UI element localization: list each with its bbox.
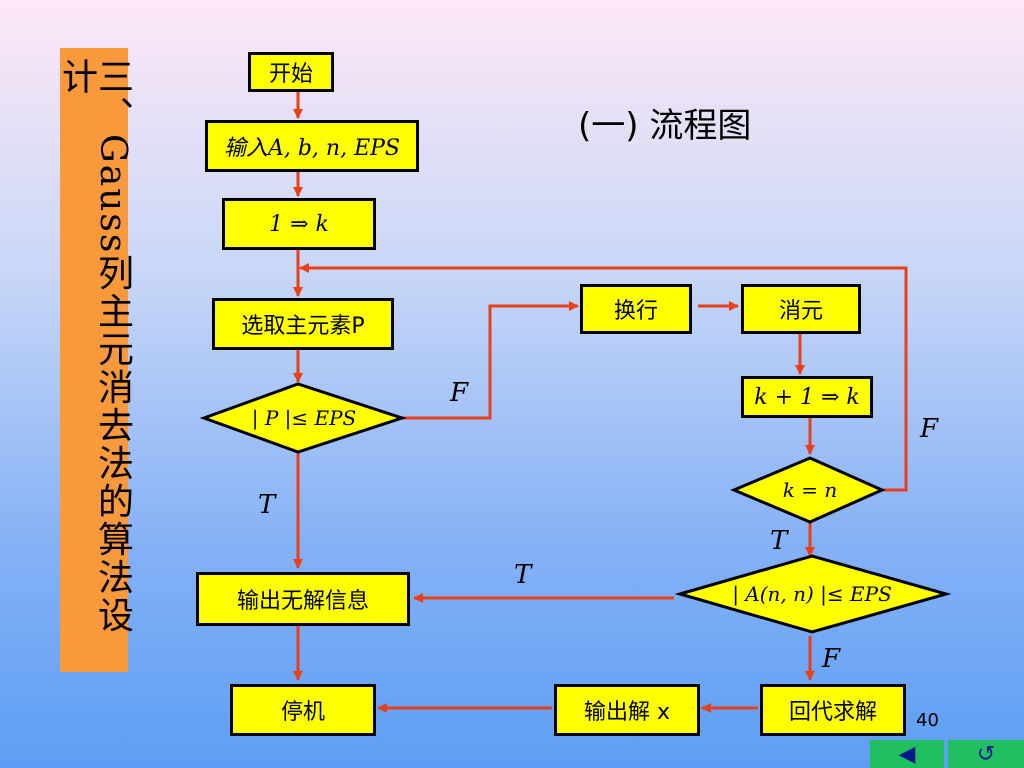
prev-slide-button[interactable]: ◀ xyxy=(870,740,944,768)
edge-label-ann-true: T xyxy=(514,560,532,590)
increment-label: k + 1 ⇒ k xyxy=(754,384,860,410)
input-box: 输入A, b, n, EPS xyxy=(205,120,419,172)
no-solution-label: 输出无解信息 xyxy=(236,589,369,614)
eliminate-label: 消元 xyxy=(778,299,823,324)
back-substitute-box: 回代求解 xyxy=(760,684,906,736)
edge-label-pivot-true: T xyxy=(258,490,276,520)
start-box: 开始 xyxy=(248,52,334,92)
edge-label-pivot-false: F xyxy=(450,378,469,408)
select-pivot-label: 选取主元素P xyxy=(241,314,365,339)
page-number: 40 xyxy=(916,710,939,731)
edge-kn-loop xyxy=(299,263,908,492)
swap-rows-box: 换行 xyxy=(580,284,692,334)
edge-check-swap xyxy=(402,301,579,420)
stop-box: 停机 xyxy=(230,684,376,736)
no-solution-box: 输出无解信息 xyxy=(196,572,410,626)
init-label: 1 ⇒ k xyxy=(269,211,329,237)
pivot-check-diamond xyxy=(199,382,407,454)
edge-label-kn-true: T xyxy=(770,526,788,556)
pivot-check-label: | P |≤ EPS xyxy=(251,406,357,430)
return-icon: ↺ xyxy=(976,741,996,767)
kn-label: k = n xyxy=(782,478,838,502)
edge-label-kn-false: F xyxy=(920,414,939,444)
kn-diamond xyxy=(730,456,886,524)
return-button[interactable]: ↺ xyxy=(948,740,1024,768)
init-box: 1 ⇒ k xyxy=(222,198,376,250)
select-pivot-box: 选取主元素P xyxy=(212,298,394,350)
increment-box: k + 1 ⇒ k xyxy=(741,376,873,418)
swap-rows-label: 换行 xyxy=(613,299,658,324)
eliminate-box: 消元 xyxy=(741,284,861,334)
stop-label: 停机 xyxy=(280,700,325,725)
side-title-text: 三、Gauss列主元消去法的算法设计 xyxy=(56,58,133,635)
input-label: 输入A, b, n, EPS xyxy=(223,136,401,161)
edge-label-ann-false: F xyxy=(822,644,841,674)
heading: (一) 流程图 xyxy=(578,106,752,146)
output-solution-label: 输出解 x xyxy=(583,700,670,725)
prev-arrow-icon: ◀ xyxy=(898,741,916,767)
ann-label: | A(n, n) |≤ EPS xyxy=(732,582,892,606)
start-label: 开始 xyxy=(268,62,313,87)
side-title-bar: 三、Gauss列主元消去法的算法设计 xyxy=(56,48,133,672)
back-substitute-label: 回代求解 xyxy=(788,700,877,725)
ann-diamond xyxy=(674,554,952,634)
output-solution-box: 输出解 x xyxy=(554,684,700,736)
